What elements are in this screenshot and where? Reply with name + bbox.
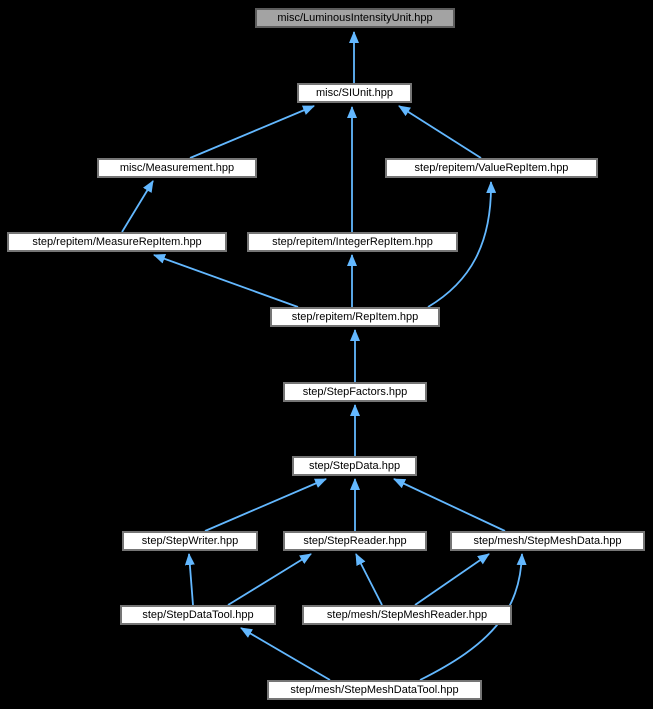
node-step-repitem-integerrepitem[interactable]: step/repitem/IntegerRepItem.hpp (247, 232, 458, 252)
edge-measurerepitem-to-measurement (121, 180, 154, 233)
edge-measurement-to-siunit (189, 105, 315, 159)
node-step-stepdata[interactable]: step/StepData.hpp (292, 456, 417, 476)
node-misc-siunit[interactable]: misc/SIUnit.hpp (297, 83, 412, 103)
node-step-repitem-valuerepitem[interactable]: step/repitem/ValueRepItem.hpp (385, 158, 598, 178)
node-step-mesh-stepmeshdatatool[interactable]: step/mesh/StepMeshDataTool.hpp (267, 680, 482, 700)
node-step-stepfactors[interactable]: step/StepFactors.hpp (283, 382, 427, 402)
edge-stepmeshdatatool-to-stepdatatool (240, 627, 331, 681)
node-step-mesh-stepmeshreader[interactable]: step/mesh/StepMeshReader.hpp (302, 605, 512, 625)
node-step-repitem-measurerepitem[interactable]: step/repitem/MeasureRepItem.hpp (7, 232, 227, 252)
node-misc-luminousintensityunit[interactable]: misc/LuminousIntensityUnit.hpp (255, 8, 455, 28)
edge-stepwriter-to-stepdata (204, 478, 327, 532)
node-step-stepreader[interactable]: step/StepReader.hpp (283, 531, 427, 551)
node-step-stepwriter[interactable]: step/StepWriter.hpp (122, 531, 258, 551)
node-step-stepdatatool[interactable]: step/StepDataTool.hpp (120, 605, 276, 625)
node-step-repitem-repitem[interactable]: step/repitem/RepItem.hpp (270, 307, 440, 327)
edge-stepmeshdata-to-stepdata (393, 478, 506, 532)
edge-stepdatatool-to-stepwriter (184, 553, 195, 606)
edge-stepdatatool-to-stepreader (227, 553, 312, 606)
edge-repitem-to-valuerepitem (427, 181, 497, 308)
edge-repitem-to-measurerepitem (153, 254, 299, 308)
node-step-mesh-stepmeshdata[interactable]: step/mesh/StepMeshData.hpp (450, 531, 645, 551)
edge-stepmeshdatatool-to-stepmeshdata (419, 553, 527, 681)
node-misc-measurement[interactable]: misc/Measurement.hpp (97, 158, 257, 178)
edge-stepmeshreader-to-stepreader (355, 553, 383, 606)
edge-valuerepitem-to-siunit (398, 105, 482, 159)
edge-stepmeshreader-to-stepmeshdata (414, 553, 490, 606)
